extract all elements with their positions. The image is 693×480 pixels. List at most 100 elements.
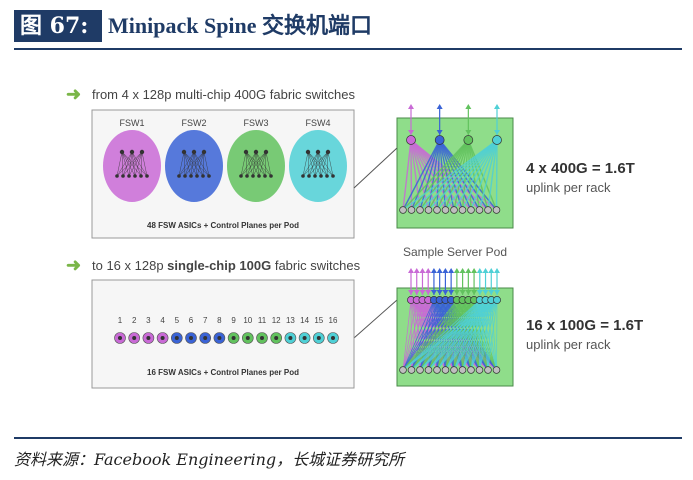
pod-link bbox=[402, 299, 452, 371]
pod-link bbox=[436, 299, 498, 371]
fsw-link bbox=[128, 151, 143, 177]
fsw-link bbox=[308, 151, 329, 177]
pod-link bbox=[402, 139, 469, 211]
fsw-node bbox=[201, 174, 205, 178]
pod-link bbox=[402, 299, 458, 371]
single-chip: 13 bbox=[284, 316, 297, 344]
fsw-node bbox=[239, 174, 243, 178]
arrow-down-icon bbox=[448, 290, 455, 295]
sample-pod-label: Sample Server Pod bbox=[403, 245, 507, 259]
pod-link bbox=[438, 139, 447, 211]
top-arrow-row: ➜ from 4 x 128p multi-chip 400G fabric s… bbox=[66, 84, 355, 104]
pod-link bbox=[496, 299, 498, 371]
chip-core bbox=[316, 336, 321, 340]
chip-core bbox=[217, 336, 222, 340]
arrow-up-icon bbox=[459, 268, 466, 273]
single-chip: 3 bbox=[142, 316, 155, 344]
fsw-link bbox=[178, 151, 205, 177]
chip-core bbox=[331, 336, 335, 340]
chip-number: 3 bbox=[146, 316, 151, 325]
fsw-link bbox=[202, 151, 205, 177]
fsw-link bbox=[121, 151, 124, 177]
pod-rack-node bbox=[441, 366, 450, 374]
chip-core bbox=[189, 336, 193, 340]
pod-link bbox=[419, 139, 469, 211]
arrow-right-icon: ➜ bbox=[66, 255, 81, 275]
pod-link bbox=[411, 299, 481, 371]
pod-link bbox=[411, 299, 469, 371]
pod-link bbox=[402, 299, 486, 371]
fsw-link bbox=[131, 151, 136, 177]
fsw-node bbox=[243, 149, 249, 155]
pod-link bbox=[402, 299, 429, 371]
pod-link bbox=[411, 139, 498, 211]
pod-link bbox=[402, 299, 463, 371]
fsw-node bbox=[307, 174, 311, 178]
bottom-arrow-row: ➜ to 16 x 128p single-chip 100G fabric s… bbox=[66, 255, 361, 275]
chip-number: 8 bbox=[217, 316, 222, 325]
pod-link bbox=[439, 139, 481, 211]
chip-core bbox=[118, 336, 122, 340]
chip-core bbox=[174, 336, 179, 340]
fsw-node bbox=[191, 149, 197, 155]
pod-link bbox=[402, 299, 446, 371]
fsw-link bbox=[264, 151, 267, 177]
arrow-up-icon bbox=[494, 104, 500, 109]
arrow-down-icon bbox=[494, 130, 500, 135]
arrow-down-icon bbox=[459, 290, 466, 295]
fsw-switch: FSW1 bbox=[103, 118, 161, 202]
fsw-link bbox=[320, 151, 329, 177]
bottom-pod-network bbox=[399, 268, 501, 374]
fsw-node bbox=[189, 174, 193, 178]
arrow-down-icon bbox=[465, 290, 472, 295]
arrow-up-icon bbox=[465, 268, 472, 273]
fsw-switch: FSW2 bbox=[165, 118, 223, 202]
chip-core bbox=[288, 336, 293, 340]
single-chip: 16 bbox=[327, 316, 339, 344]
pod-spine-node bbox=[406, 135, 416, 145]
pod-link bbox=[436, 139, 498, 211]
arrow-up-icon bbox=[494, 268, 500, 273]
pod-link bbox=[427, 139, 469, 211]
fsw-label: FSW3 bbox=[243, 118, 268, 128]
fsw-link bbox=[314, 151, 329, 177]
fsw-label: FSW4 bbox=[305, 118, 330, 128]
fsw-node bbox=[263, 174, 267, 178]
top-caption: 48 FSW ASICs + Control Planes per Pod bbox=[147, 221, 299, 230]
pod-link bbox=[445, 299, 498, 371]
fsw-node bbox=[195, 174, 199, 178]
bottom-uplink-sub: uplink per rack bbox=[526, 337, 611, 352]
fsw-link bbox=[193, 151, 210, 177]
bottom-caption: 16 FSW ASICs + Control Planes per Pod bbox=[147, 368, 299, 377]
pod-rack-node bbox=[458, 206, 467, 214]
arrow-up-icon bbox=[408, 268, 414, 273]
fsw-link bbox=[317, 151, 322, 177]
pod-rack-node bbox=[407, 366, 416, 374]
fsw-link bbox=[184, 151, 195, 177]
arrow-up-icon bbox=[476, 268, 483, 273]
fsw-node bbox=[181, 149, 187, 155]
chip-number: 5 bbox=[175, 316, 180, 325]
single-chip: 11 bbox=[256, 316, 268, 344]
fsw-link bbox=[240, 151, 257, 177]
arrow-down-icon bbox=[408, 290, 414, 295]
fsw-link bbox=[178, 151, 195, 177]
arrow-up-icon bbox=[436, 268, 443, 273]
pod-link bbox=[490, 299, 497, 371]
fsw-link bbox=[184, 151, 205, 177]
fsw-link bbox=[246, 151, 267, 177]
pod-link bbox=[411, 299, 486, 371]
single-chip: 7 bbox=[199, 316, 211, 344]
pod-link bbox=[411, 299, 475, 371]
pod-rack-node bbox=[416, 206, 424, 214]
fsw-link bbox=[196, 151, 205, 177]
top-uplink-rate: 4 x 400G = 1.6T bbox=[526, 160, 635, 177]
pod-link bbox=[402, 299, 441, 371]
pod-link bbox=[462, 299, 498, 371]
pod-link bbox=[487, 299, 492, 371]
chip-number: 9 bbox=[231, 316, 236, 325]
fsw-node bbox=[139, 149, 145, 155]
pod-rack-node bbox=[416, 366, 424, 374]
fsw-link bbox=[122, 151, 143, 177]
